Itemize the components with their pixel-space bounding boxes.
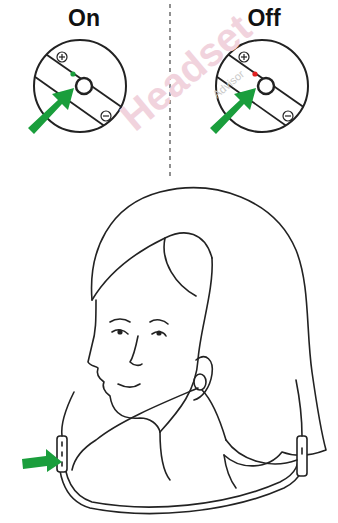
- pointer-arrow: [22, 449, 62, 472]
- on-detail: [14, 36, 140, 144]
- woman-figure: [57, 188, 326, 514]
- state-label: Off: [247, 5, 280, 32]
- state-label: On: [68, 5, 100, 32]
